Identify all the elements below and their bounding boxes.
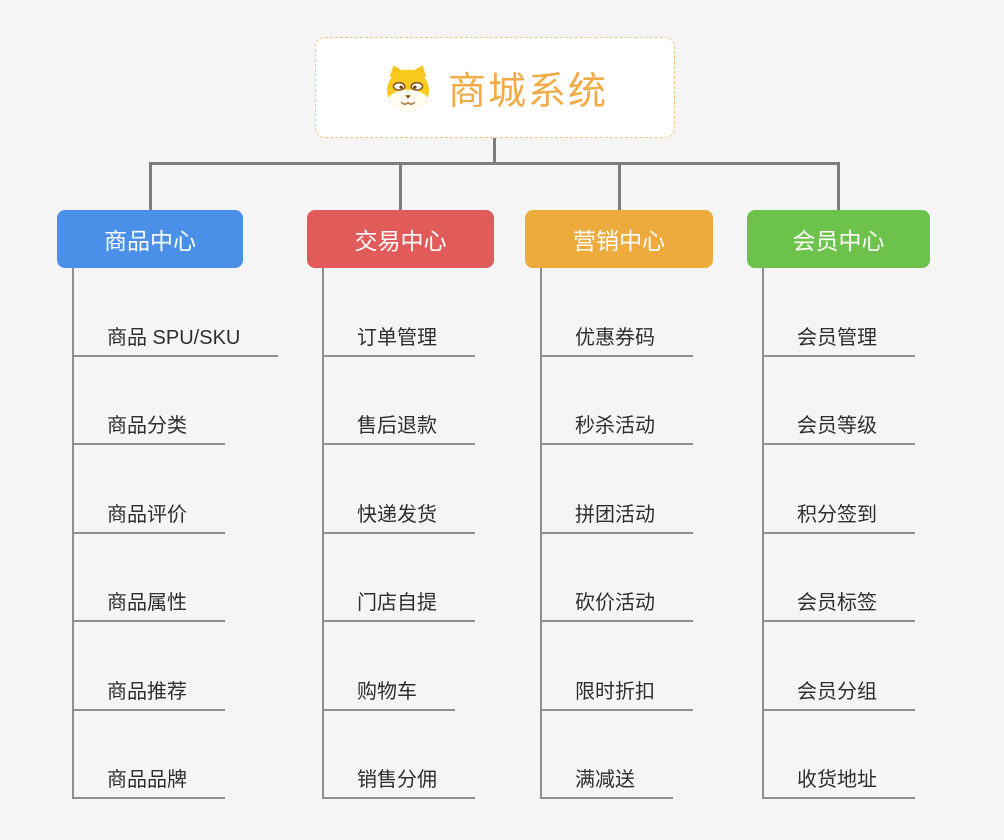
root-title: 商城系统 [447,71,608,113]
branch-node-trade-center[interactable]: 交易中心 [307,210,494,268]
connector-bus [149,162,840,165]
child-item-member-center-3[interactable]: 会员标签 [764,534,915,622]
connector-drop-trade-center [399,162,402,210]
child-item-member-center-1[interactable]: 会员等级 [764,357,915,445]
child-item-product-center-4[interactable]: 商品推荐 [74,622,225,711]
connector-drop-member-center [837,162,840,210]
child-item-product-center-1[interactable]: 商品分类 [74,357,225,445]
child-item-marketing-center-2[interactable]: 拼团活动 [542,445,693,534]
child-item-member-center-2[interactable]: 积分签到 [764,445,915,534]
child-item-trade-center-3[interactable]: 门店自提 [324,534,475,622]
child-item-marketing-center-1[interactable]: 秒杀活动 [542,357,693,445]
child-item-marketing-center-3[interactable]: 砍价活动 [542,534,693,622]
child-item-member-center-0[interactable]: 会员管理 [764,268,915,357]
root-node[interactable]: 商城系统 [315,37,675,138]
child-item-product-center-2[interactable]: 商品评价 [74,445,225,534]
child-item-trade-center-1[interactable]: 售后退款 [324,357,475,445]
child-item-trade-center-4[interactable]: 购物车 [324,622,455,711]
branch-node-member-center[interactable]: 会员中心 [747,210,930,268]
child-item-trade-center-0[interactable]: 订单管理 [324,268,475,357]
connector-drop-marketing-center [618,162,621,210]
child-item-marketing-center-4[interactable]: 限时折扣 [542,622,693,711]
child-item-member-center-5[interactable]: 收货地址 [764,711,915,799]
connector-root-stem [493,138,496,165]
child-item-trade-center-2[interactable]: 快递发货 [324,445,475,534]
branch-children-marketing-center: 优惠券码秒杀活动拼团活动砍价活动限时折扣满减送 [540,268,693,799]
child-item-product-center-0[interactable]: 商品 SPU/SKU [74,268,279,357]
branch-children-trade-center: 订单管理售后退款快递发货门店自提购物车销售分佣 [322,268,475,799]
child-item-product-center-5[interactable]: 商品品牌 [74,711,225,799]
branch-node-marketing-center[interactable]: 营销中心 [525,210,713,268]
connector-drop-product-center [149,162,152,210]
child-item-product-center-3[interactable]: 商品属性 [74,534,225,622]
child-item-member-center-4[interactable]: 会员分组 [764,622,915,711]
shiba-dog-icon [382,63,434,113]
branch-node-product-center[interactable]: 商品中心 [57,210,243,268]
branch-children-member-center: 会员管理会员等级积分签到会员标签会员分组收货地址 [762,268,915,799]
child-item-trade-center-5[interactable]: 销售分佣 [324,711,475,799]
child-item-marketing-center-5[interactable]: 满减送 [542,711,673,799]
child-item-marketing-center-0[interactable]: 优惠券码 [542,268,693,357]
